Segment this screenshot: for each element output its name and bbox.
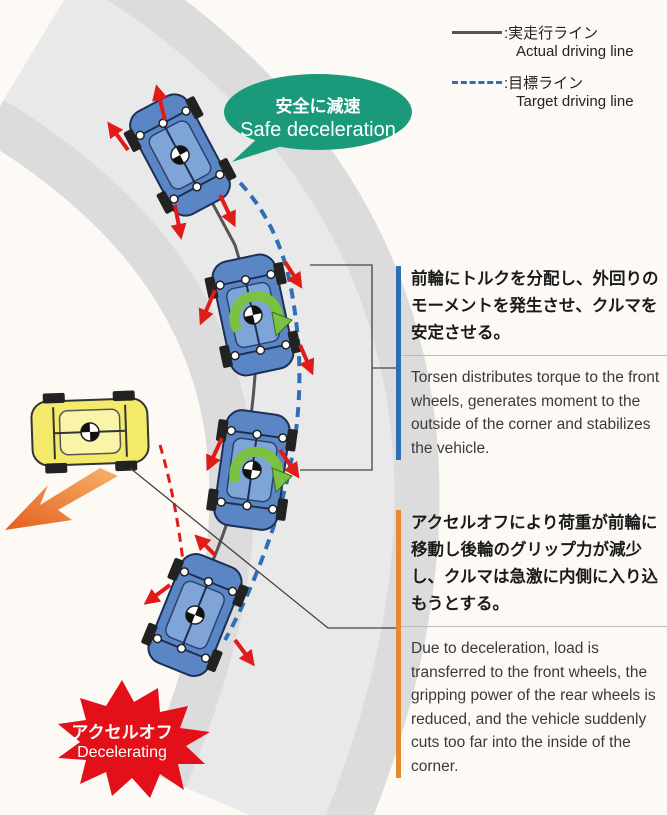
moment-arrow-lower (229, 446, 284, 484)
note-torque-divider (401, 355, 667, 356)
burst-text: アクセルオフ Decelerating (62, 718, 182, 762)
note-torque: 前輪にトルクを分配し、外回りのモーメントを発生させ、クルマを安定させる。 Tor… (396, 266, 667, 460)
bubble-ja: 安全に減速 (275, 97, 361, 116)
burst-ja: アクセルオフ (71, 723, 173, 742)
moment-arrow-upper (229, 290, 284, 333)
leader-decel (129, 467, 398, 629)
legend-actual-en: Actual driving line (516, 43, 634, 60)
safe-deceleration-bubble (224, 74, 412, 162)
legend-target: :目標ライン Target driving line (452, 72, 662, 122)
bubble-text: 安全に減速 Safe deceleration (226, 92, 410, 142)
escape-arrow (5, 468, 118, 530)
legend-target-en: Target driving line (516, 93, 634, 110)
legend-actual-ja: :実走行ライン (504, 25, 599, 42)
legend: :実走行ライン Actual driving line :目標ライン Targe… (452, 22, 662, 122)
note-decel-divider (401, 626, 667, 627)
legend-target-ja: :目標ライン (504, 75, 584, 92)
legend-solid-swatch (452, 31, 502, 34)
note-decel-en: Due to deceleration, load is transferred… (411, 640, 656, 775)
note-decel: アクセルオフにより荷重が前輪に移動し後輪のグリップ力が減少し、クルマは急激に内側… (396, 510, 667, 778)
note-torque-ja: 前輪にトルクを分配し、外回りのモーメントを発生させ、クルマを安定させる。 (411, 270, 659, 342)
target-driving-line (213, 158, 302, 641)
decelerating-burst (58, 680, 210, 798)
burst-en: Decelerating (77, 744, 167, 761)
force-arrows (107, 84, 315, 667)
yellow-car (30, 390, 150, 474)
note-torque-en: Torsen distributes torque to the front w… (411, 369, 660, 457)
skid-line (158, 444, 192, 651)
legend-dashed-swatch (452, 81, 502, 84)
note-decel-ja: アクセルオフにより荷重が前輪に移動し後輪のグリップ力が減少し、クルマは急激に内側… (411, 514, 659, 613)
bubble-en: Safe deceleration (240, 119, 396, 141)
legend-actual: :実走行ライン Actual driving line (452, 22, 662, 72)
